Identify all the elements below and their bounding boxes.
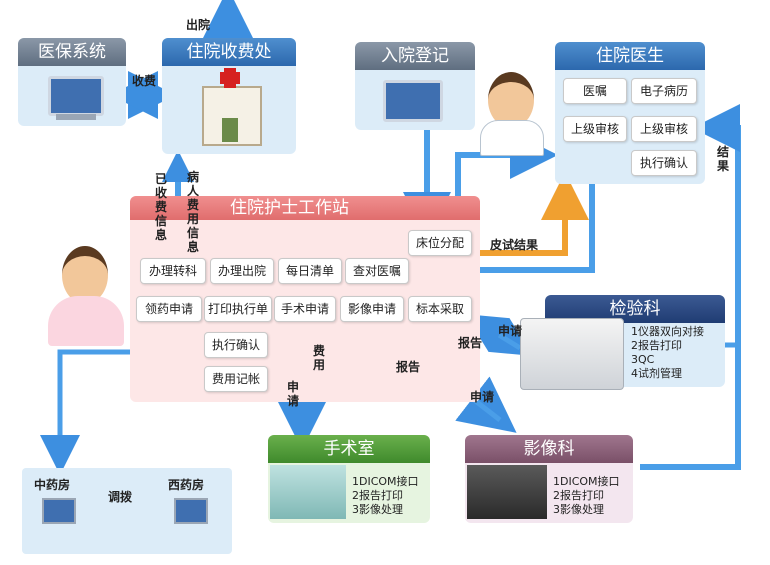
exec-confirm-nurse[interactable]: 执行确认 [204,332,268,358]
pharmacy-panel: 中药房 西药房 调拨 [22,468,232,554]
transfer-label: 调拨 [108,490,133,504]
imaging-request-label: 申请 [470,390,495,404]
billing-office-title: 住院收费处 [162,38,296,66]
chinese-pharmacy-label: 中药房 [34,478,71,492]
surgery-room-title: 手术室 [268,435,430,463]
admission-title: 入院登记 [355,42,475,70]
imaging-dept-panel: 影像科 1DICOM接口 2报告打印 3影像处理 [465,435,633,523]
lab-item-2: 2报告打印 [631,339,682,352]
computer-icon [48,76,104,116]
patient-fee-label: 病人费用信息 [186,170,199,254]
insurance-system-title: 医保系统 [18,38,126,66]
medicine-request[interactable]: 领药申请 [136,296,202,322]
doctor-panel: 住院医生 医嘱 电子病历 上级审核 上级审核 执行确认 [555,42,705,184]
billing-office-panel: 住院收费处 [162,38,296,154]
lab-report-label: 报告 [458,336,483,350]
doctor-title: 住院医生 [555,42,705,70]
doctor-avatar [488,72,534,128]
lab-analyzer-image [520,318,624,390]
surgery-request-label: 申请 [286,380,299,408]
bed-assignment[interactable]: 床位分配 [408,230,472,256]
imaging-dept-title: 影像科 [465,435,633,463]
lab-item-4: 4试剂管理 [631,367,682,380]
paid-info-label: 已收费信息 [154,172,167,242]
insurance-system-panel: 医保系统 [18,38,126,126]
surgery-request[interactable]: 手术申请 [274,296,336,322]
specimen-collection[interactable]: 标本采取 [408,296,472,322]
senior-review-1[interactable]: 上级审核 [563,116,627,142]
lab-item-1: 1仪器双向对接 [631,325,704,338]
admission-panel: 入院登记 [355,42,475,130]
daily-list[interactable]: 每日清单 [278,258,342,284]
surgery-item-2: 2报告打印 [352,489,403,502]
surgery-item-1: 1DICOM接口 [352,475,419,488]
imaging-item-1: 1DICOM接口 [553,475,620,488]
imaging-equipment-image [467,465,547,519]
lab-title: 检验科 [545,295,725,323]
skin-test-label: 皮试结果 [490,238,539,252]
skin-test-arrow [475,172,589,256]
emr[interactable]: 电子病历 [631,78,697,104]
imaging-item-2: 2报告打印 [553,489,604,502]
exec-confirm-doctor[interactable]: 执行确认 [631,150,697,176]
nurse-station-title: 住院护士工作站 [130,196,480,220]
computer-icon [42,498,76,524]
doctor-order[interactable]: 医嘱 [563,78,627,104]
computer-icon [174,498,208,524]
hospital-building-icon [202,86,262,146]
lab-item-3: 3QC [631,353,655,366]
discharge[interactable]: 办理出院 [210,258,274,284]
pharmacy-arrow [40,349,130,475]
nurse-avatar [62,246,108,304]
surgery-item-3: 3影像处理 [352,503,403,516]
surgery-fee-label: 费用 [312,344,325,372]
fee-accounting[interactable]: 费用记帐 [204,366,268,392]
check-orders[interactable]: 查对医嘱 [345,258,409,284]
result-arrow [640,104,741,470]
surgery-room-panel: 手术室 1DICOM接口 2报告打印 3影像处理 [268,435,430,523]
lab-request-label: 申请 [498,324,523,338]
operating-room-image [270,465,346,519]
discharge-label: 出院 [186,18,211,32]
print-execution[interactable]: 打印执行单 [204,296,272,322]
transfer-dept[interactable]: 办理转科 [140,258,206,284]
western-pharmacy-label: 西药房 [168,478,205,492]
billing-label: 收费 [132,74,157,88]
result-label: 结果 [716,145,729,173]
senior-review-2[interactable]: 上级审核 [631,116,697,142]
imaging-report-label: 报告 [396,360,421,374]
imaging-item-3: 3影像处理 [553,503,604,516]
imaging-request[interactable]: 影像申请 [340,296,404,322]
computer-icon [383,80,443,122]
